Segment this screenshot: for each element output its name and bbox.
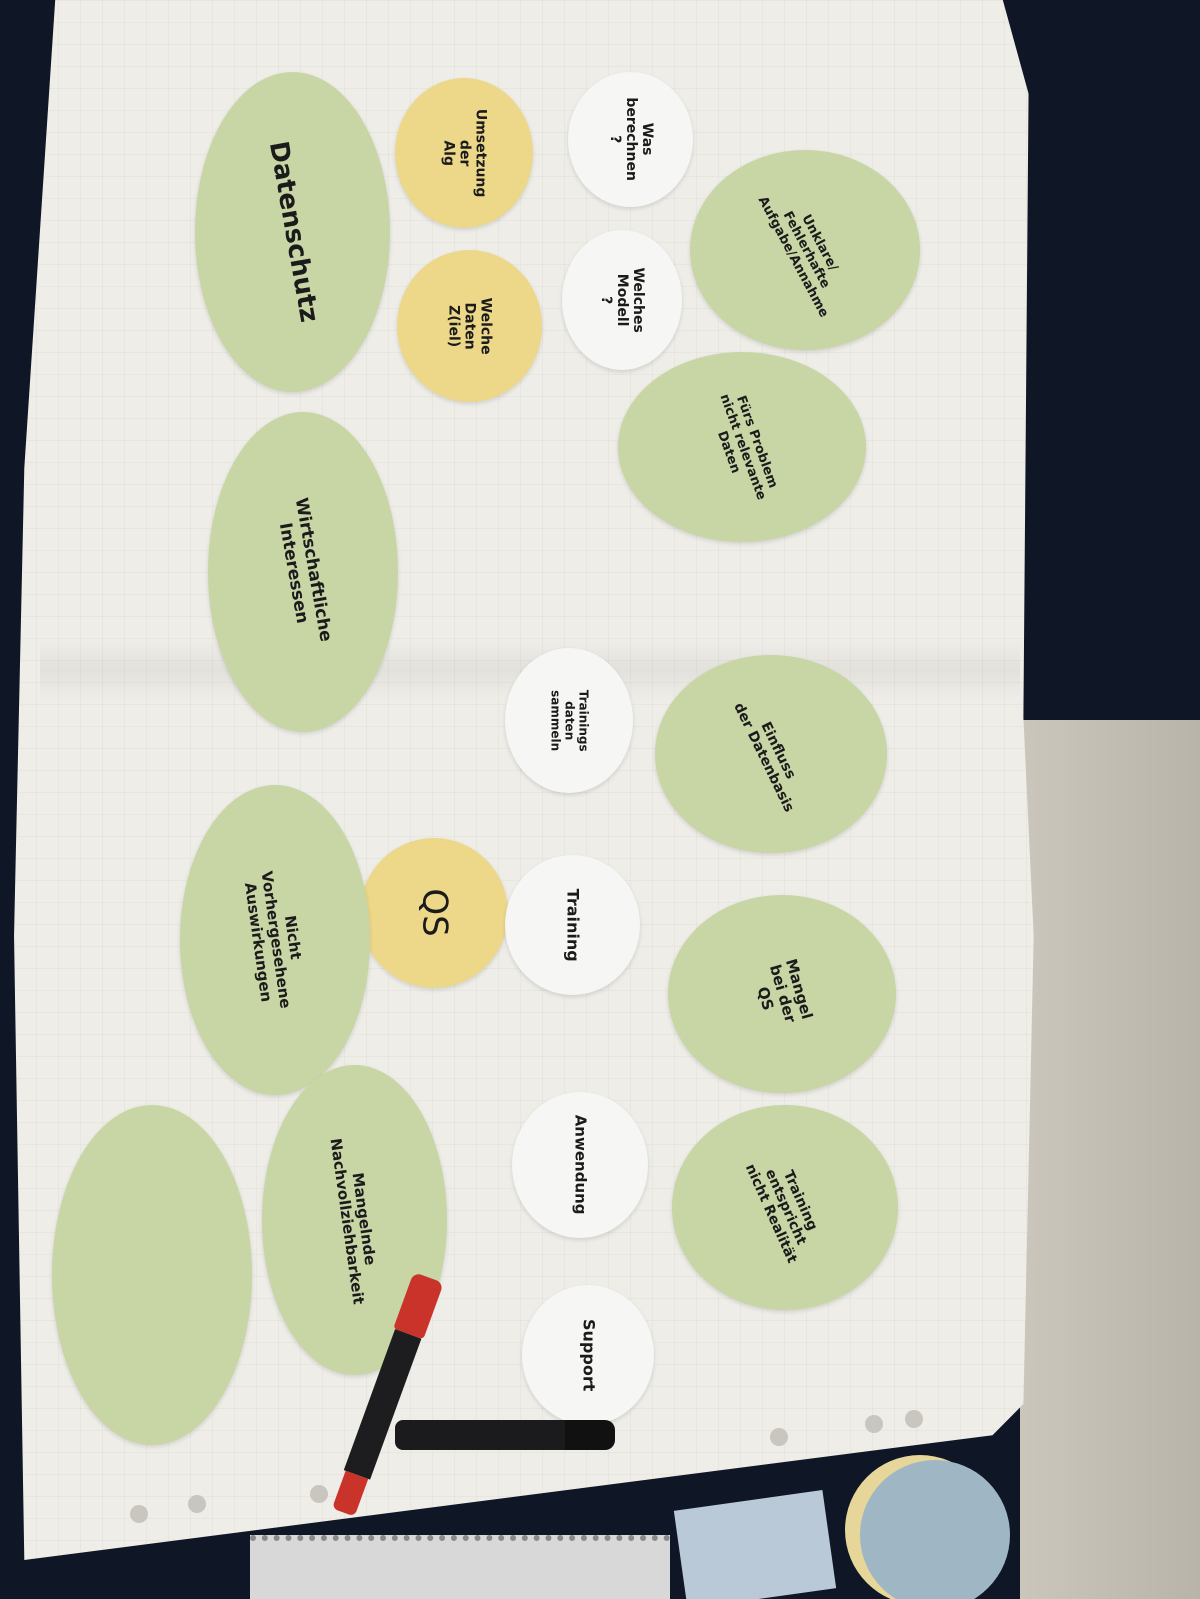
note-unklare: Unklare/ Fehlerhafte Aufgabe/Annahme: [690, 150, 920, 350]
note-was-berechnen: Was berechnen ?: [568, 72, 693, 207]
note-einfluss: Einfluss der Datenbasis: [655, 655, 887, 853]
note-training-realitaet: Training entspricht nicht Realität: [672, 1105, 898, 1310]
note-welches-modell: Welches Modell ?: [562, 230, 682, 370]
marker-cap: [565, 1420, 615, 1450]
note-label: Einfluss der Datenbasis: [730, 700, 799, 815]
spiral-notebook: [250, 1535, 670, 1599]
note-label: Training entspricht nicht Realität: [741, 1162, 821, 1267]
note-label: Mangel bei der QS: [754, 956, 817, 1025]
note-mangel-qs: Mangel bei der QS: [668, 895, 896, 1093]
note-welche-daten: Welche Daten Z(iel): [397, 250, 542, 402]
note-label: Anwendung: [571, 1115, 590, 1215]
note-label: Unklare/ Fehlerhafte Aufgabe/Annahme: [754, 193, 841, 320]
note-label: Fürs Problem nicht relevante Daten: [714, 391, 781, 502]
note-datenschutz: Datenschutz: [195, 72, 390, 392]
note-training: Training: [505, 855, 640, 995]
note-label: Welche Daten Z(iel): [445, 297, 494, 355]
note-label: Support: [579, 1318, 599, 1392]
note-anwendung: Anwendung: [512, 1092, 648, 1238]
note-label: Welches Modell ?: [597, 267, 647, 333]
punch-hole: [905, 1410, 923, 1428]
marker-body: [395, 1420, 565, 1450]
note-label: Wirtschaftliche Interessen: [275, 496, 336, 644]
punch-hole: [188, 1495, 206, 1513]
note-wirtschaft: Wirtschaftliche Interessen: [208, 412, 398, 732]
note-trainings-daten: Trainings daten sammeln: [505, 648, 633, 793]
punch-hole: [770, 1428, 788, 1446]
note-label: Umsetzung der Alg: [439, 108, 489, 198]
black-marker-pen: [395, 1420, 615, 1450]
note-label: Datenschutz: [262, 139, 325, 325]
note-umsetzung: Umsetzung der Alg: [395, 78, 533, 228]
note-label: QS: [414, 888, 455, 938]
note-label: Mangelnde Nachvollziehbarkeit: [325, 1136, 380, 1306]
note-fuers-problem: Fürs Problem nicht relevante Daten: [618, 352, 866, 542]
note-label: Nicht Vorhergesehene Auswirkungen: [241, 870, 305, 1010]
note-blank: [52, 1105, 252, 1445]
blue-card-stack: [860, 1460, 1010, 1599]
punch-hole: [130, 1505, 148, 1523]
note-label: Training: [563, 888, 583, 962]
note-label: Was berechnen ?: [606, 97, 655, 182]
table-surface: [1020, 720, 1200, 1599]
punch-hole: [310, 1485, 328, 1503]
note-label: Trainings daten sammeln: [549, 689, 591, 752]
punch-hole: [865, 1415, 883, 1433]
note-nicht-vorhergesehen: Nicht Vorhergesehene Auswirkungen: [180, 785, 370, 1095]
note-qs: QS: [360, 838, 508, 988]
blue-folder: [673, 1490, 837, 1599]
note-support: Support: [522, 1285, 654, 1425]
